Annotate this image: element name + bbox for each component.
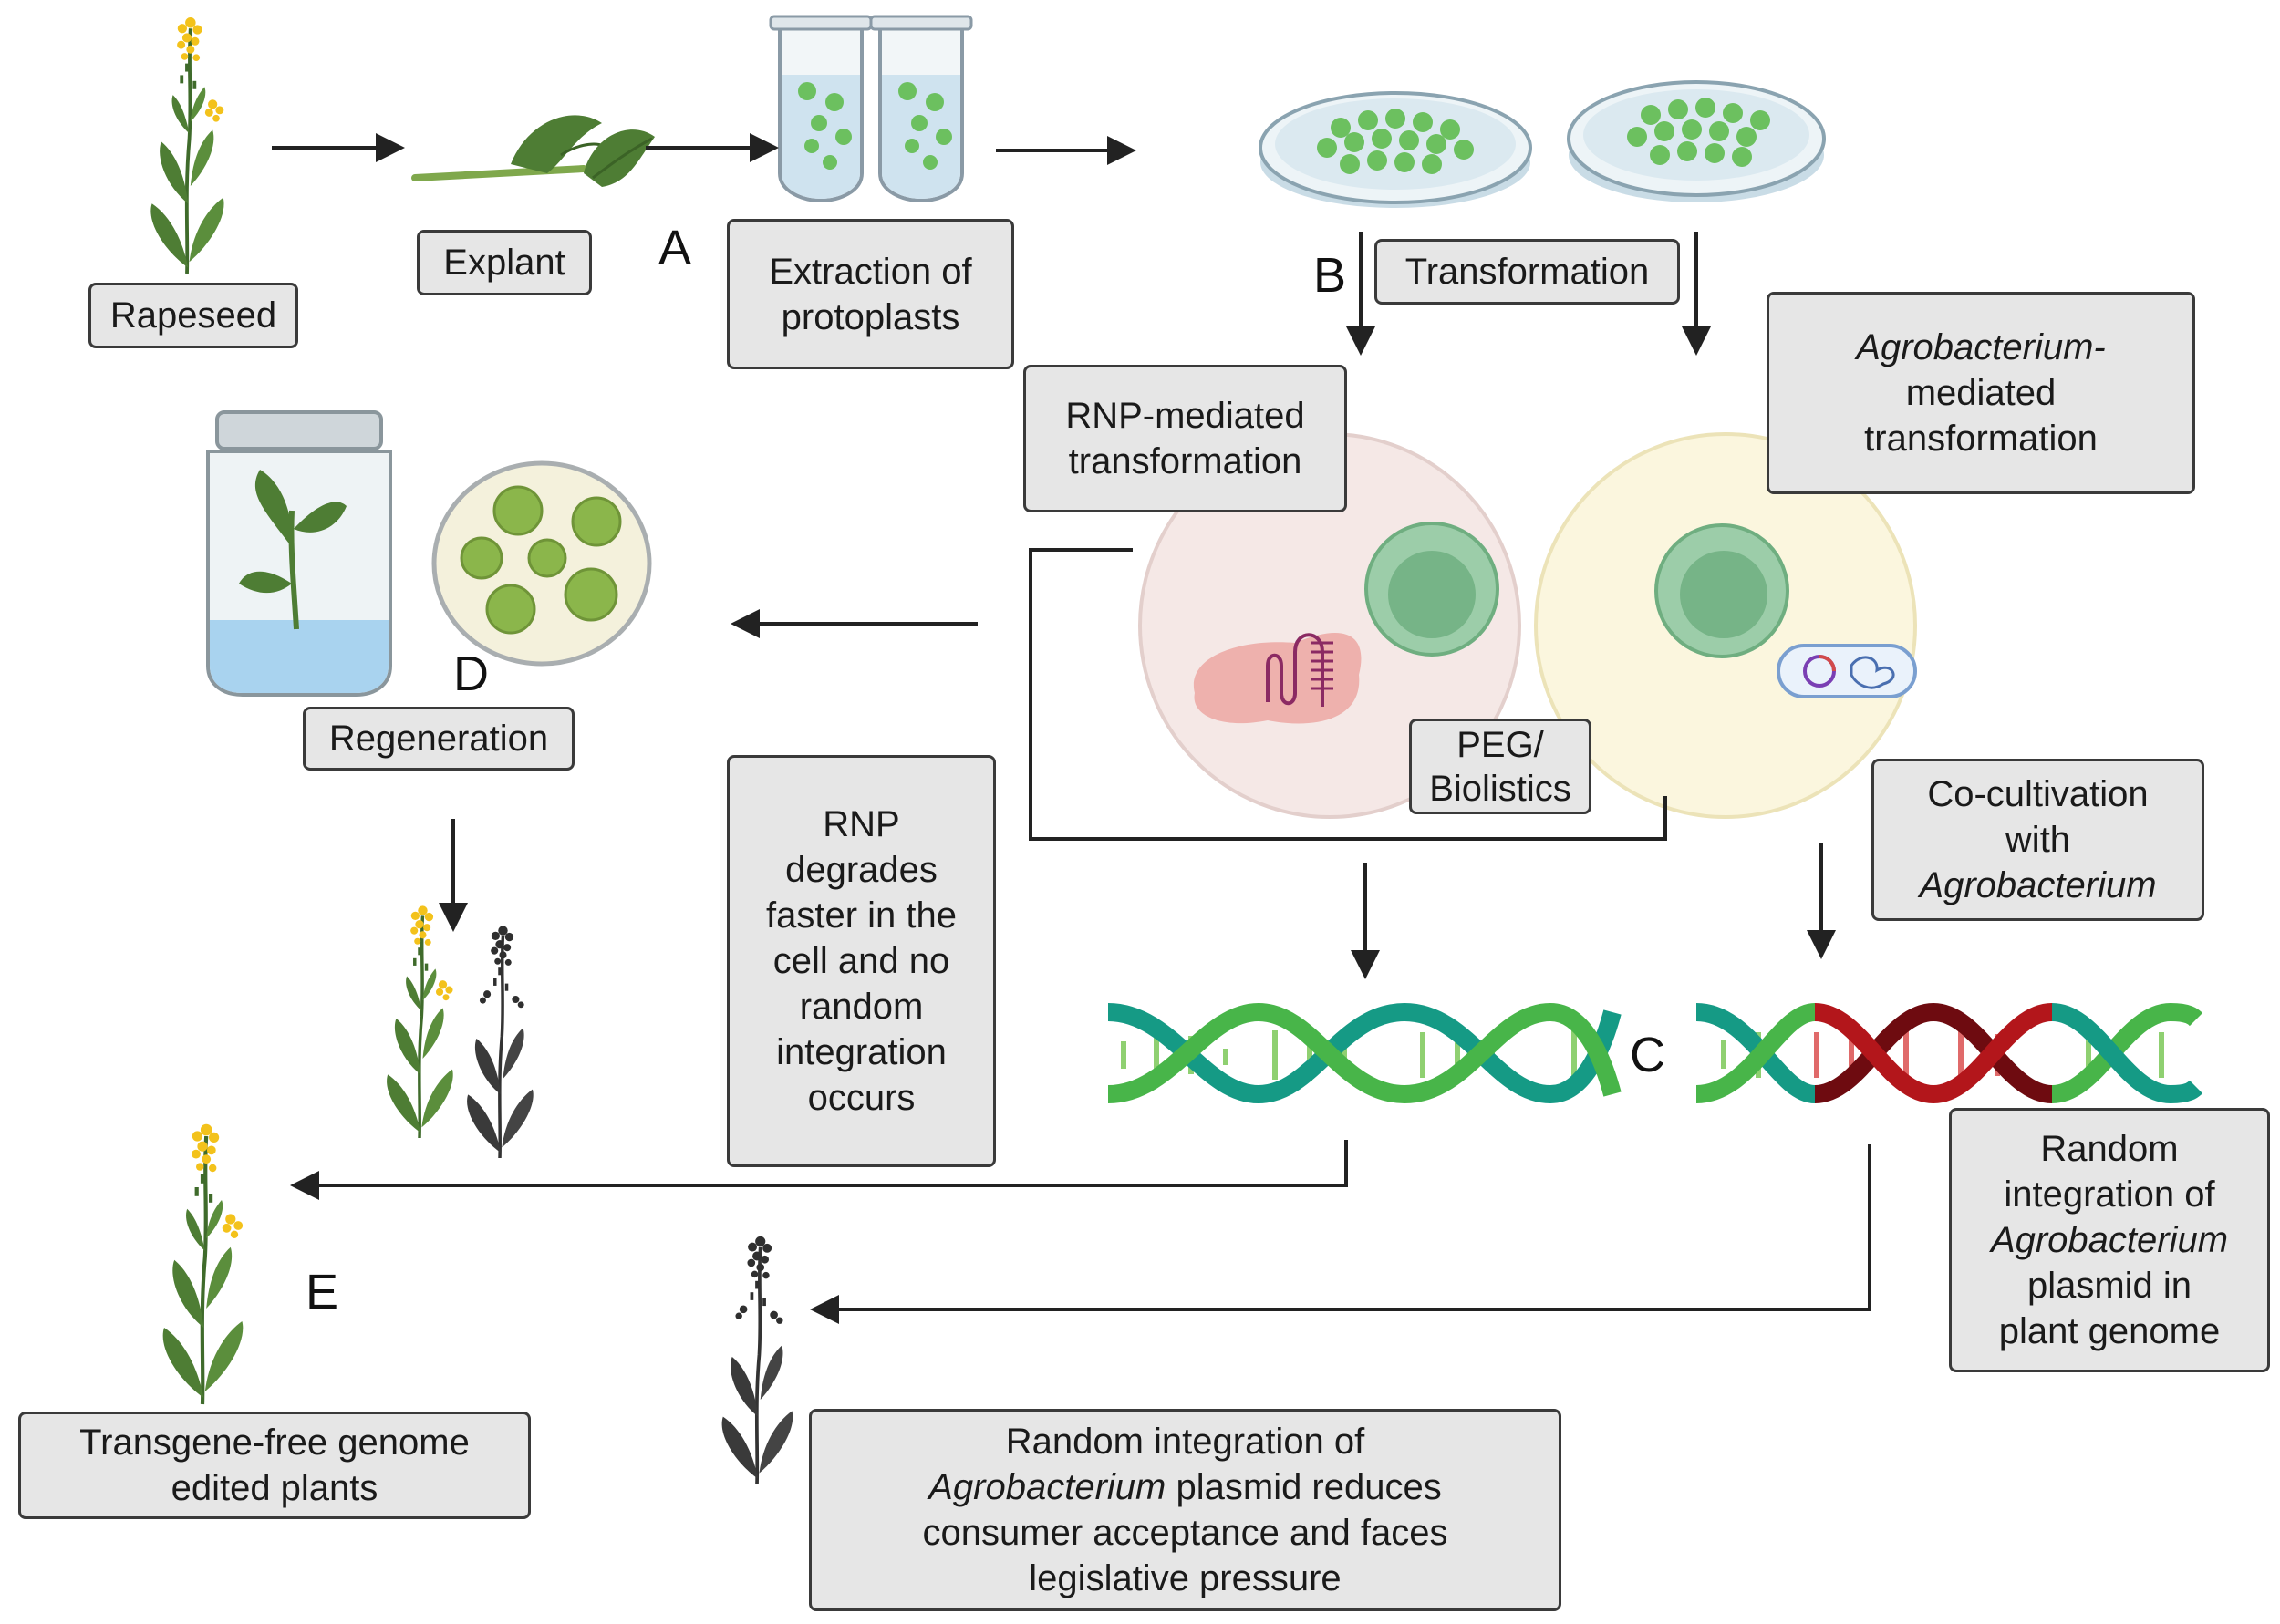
transgene-free-line-2: edited plants <box>171 1468 378 1508</box>
regeneration-label: Regeneration <box>303 707 575 771</box>
random-integration-consumer-label: Random integration of Agrobacterium plas… <box>809 1409 1561 1611</box>
rnp-degrades-label: RNP degrades faster in the cell and no r… <box>727 755 996 1167</box>
step-letter-a: A <box>658 221 692 275</box>
explant-leaf-icon <box>411 115 655 187</box>
extraction-line-2: protoplasts <box>781 296 960 337</box>
agro-mediated-line-2: mediated <box>1905 373 2057 413</box>
extraction-label: Extraction of protoplasts <box>727 219 1014 369</box>
agro-mediated-line-1: Agrobacterium- <box>1856 327 2106 367</box>
random-consumer-line-1: Random integration of <box>1005 1422 1365 1462</box>
rapeseed-plant-icon <box>149 16 226 275</box>
peg-biolistics-label: PEG/ Biolistics <box>1409 719 1591 814</box>
rnp-mediated-label: RNP-mediated transformation <box>1023 365 1347 512</box>
random-genome-line-1: Random <box>2040 1129 2179 1169</box>
explant-text: Explant <box>443 243 565 283</box>
culture-jar-icon <box>206 410 392 697</box>
rapeseed-text: Rapeseed <box>109 295 277 336</box>
rnp-degrades-line-1: RNP <box>823 804 900 844</box>
random-consumer-line-2-italic: Agrobacterium <box>928 1467 1166 1507</box>
random-consumer-line-3: consumer acceptance and faces <box>922 1513 1448 1553</box>
rnp-degrades-line-2: degrades <box>785 850 938 890</box>
random-genome-line-3: Agrobacterium <box>1990 1220 2229 1260</box>
regenerated-plants-icon <box>385 904 535 1160</box>
transformation-text: Transformation <box>1404 252 1650 292</box>
protoplast-cell-icon-2 <box>1534 432 1917 819</box>
agrobacterium-icon <box>1777 644 1917 698</box>
random-integration-genome-label: Random integration of Agrobacterium plas… <box>1949 1108 2270 1372</box>
transformation-label: Transformation <box>1374 239 1680 305</box>
regeneration-text: Regeneration <box>328 719 549 759</box>
dna-helix-icon <box>1107 1002 1622 1104</box>
step-letter-e: E <box>306 1265 339 1319</box>
cocultivation-line-1: Co-cultivation <box>1927 774 2149 814</box>
peg-line-1: PEG/ <box>1456 724 1544 765</box>
random-consumer-line-2-rest: plasmid reduces <box>1166 1467 1442 1507</box>
random-consumer-line-4: legislative pressure <box>1029 1558 1342 1598</box>
random-genome-line-4: plasmid in <box>2026 1266 2192 1306</box>
explant-label: Explant <box>417 230 592 295</box>
callus-dish-icon <box>431 460 652 667</box>
cocultivation-line-2: with <box>2005 820 2071 860</box>
transgene-free-label: Transgene-free genome edited plants <box>18 1412 531 1519</box>
dna-helix-modified-icon <box>1695 1002 2203 1104</box>
rnp-degrades-line-4: cell and no <box>772 941 950 981</box>
transgenic-plant-icon <box>720 1234 795 1486</box>
rapeseed-label: Rapeseed <box>88 283 298 348</box>
step-letter-c: C <box>1630 1028 1665 1082</box>
cocultivation-label: Co-cultivation with Agrobacterium <box>1871 759 2204 921</box>
random-genome-line-5: plant genome <box>1998 1311 2221 1351</box>
rnp-degrades-line-3: faster in the <box>765 895 957 936</box>
protoplast-tube-icon <box>769 15 973 203</box>
rnp-degrades-line-6: integration <box>776 1032 947 1072</box>
extraction-line-1: Extraction of <box>769 251 972 292</box>
agro-mediated-label: Agrobacterium- mediated transformation <box>1767 292 2195 494</box>
transgene-free-line-1: Transgene-free genome <box>79 1422 470 1463</box>
rnp-mediated-line-1: RNP-mediated <box>1065 396 1305 436</box>
cocultivation-line-3: Agrobacterium <box>1919 865 2157 905</box>
step-letter-b: B <box>1313 248 1347 303</box>
petri-dish-icon <box>1259 80 1826 208</box>
step-letter-d: D <box>453 646 489 701</box>
transgene-free-plant-icon <box>163 1124 244 1404</box>
rnp-degrades-line-5: random <box>799 987 924 1027</box>
random-consumer-line-2: Agrobacterium plasmid reduces <box>928 1464 1442 1510</box>
rnp-degrades-line-7: occurs <box>807 1078 916 1118</box>
rnp-complex-icon <box>1193 632 1362 724</box>
peg-line-2: Biolistics <box>1429 768 1571 809</box>
flow-arrows <box>272 133 1871 1324</box>
random-genome-line-2: integration of <box>2004 1174 2215 1215</box>
rnp-mediated-line-2: transformation <box>1068 441 1302 481</box>
agro-mediated-line-3: transformation <box>1864 419 2098 459</box>
